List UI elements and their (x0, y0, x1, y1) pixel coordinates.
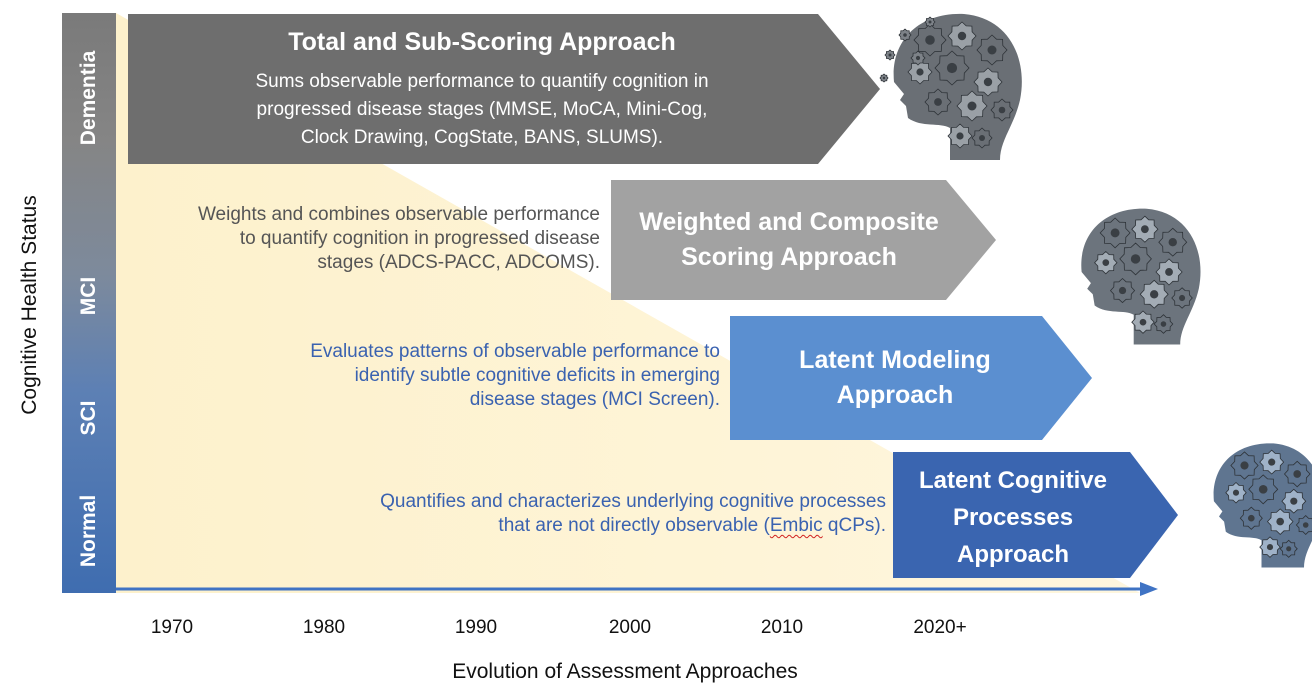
approach-desc-latent-cognitive: Quantifies and characterizes underlying … (380, 491, 886, 536)
spellcheck-underlined-word: Embic (769, 515, 823, 536)
approach-title-latent-cognitive: Latent Cognitive Processes Approach (918, 467, 1107, 568)
decade-tick-2010: 2010 (760, 617, 804, 638)
decade-tick-1980: 1980 (302, 617, 346, 638)
approach-title-weighted-composite: Weighted and Composite Scoring Approach (639, 208, 939, 271)
arrow-latent-cognitive (893, 452, 1178, 578)
approach-title-total-scoring: Total and Sub-Scoring Approach (288, 28, 676, 56)
arrow-latent-modeling (730, 316, 1092, 440)
gear-head-icon-mci (1081, 208, 1201, 345)
decade-tick-1990: 1990 (454, 617, 498, 638)
decade-tick-2020-plus: 2020+ (913, 617, 967, 638)
x-axis-title: Evolution of Assessment Approaches (452, 660, 798, 683)
arrow-total-scoring (128, 14, 880, 164)
x-axis-arrowhead (1140, 582, 1158, 596)
decade-tick-2000: 2000 (608, 617, 652, 638)
approach-desc-weighted-composite: Weights and combines observable performa… (197, 204, 600, 273)
arrow-weighted-composite (611, 180, 996, 300)
decade-tick-1970: 1970 (150, 617, 194, 638)
approach-title-latent-modeling: Latent Modeling Approach (799, 346, 991, 409)
approach-desc-total-scoring: Sums observable performance to quantify … (255, 71, 709, 148)
gear-head-icon-normal (1213, 443, 1312, 568)
cognitive-status-bar (62, 13, 116, 593)
approach-desc-latent-modeling: Evaluates patterns of observable perform… (310, 341, 720, 410)
gear-head-icon-dementia (879, 13, 1022, 160)
